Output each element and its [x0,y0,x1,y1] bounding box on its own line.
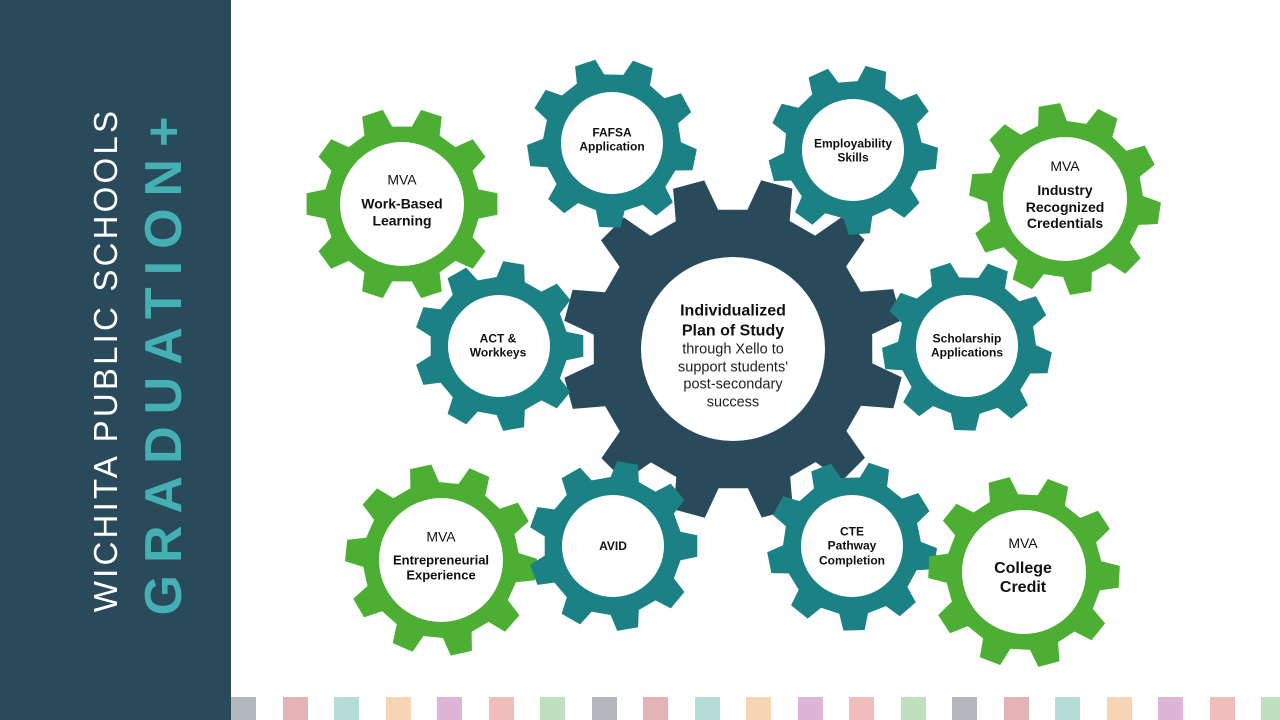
gear-label: College Credit [994,559,1052,596]
gear-industry-recognized-credentials: MVA Industry Recognized Credentials [1026,158,1105,232]
center-gear-title: Individualized Plan of Study [680,302,786,340]
stripe-swatch [849,697,874,720]
stripe-swatch [643,697,668,720]
stripe-swatch [591,697,617,720]
gear-label: Employability Skills [813,136,893,165]
gear-label: Work-Based Learning [361,195,443,228]
stripe-swatch [231,697,256,720]
gear-shape-employability-skills [768,65,938,235]
gear-label: FAFSA Application [579,125,645,154]
gear-label: Entrepreneurial Experience [392,552,490,583]
gear-shape-cte-pathway-completion-hub [801,495,903,597]
color-stripe [231,697,1280,720]
gear-shape-scholarship-applications [882,262,1052,431]
stripe-swatch [1055,697,1080,720]
center-gear-shape-hub [641,257,825,441]
gear-employability-skills: Employability Skills [814,137,892,166]
stripe-swatch [488,697,514,720]
gear-shape-avid [530,461,698,631]
center-gear-shape [564,180,902,518]
stripe-swatch [1003,697,1029,720]
gear-shape-cte-pathway-completion [767,462,937,631]
stripe-swatch [746,697,771,720]
stripe-swatch [900,697,926,720]
stripe-swatch [797,697,823,720]
mva-tag: MVA [426,528,456,545]
gear-shape-act-workkeys-hub [448,295,550,397]
mva-tag: MVA [1050,157,1080,174]
stripe-swatch [952,697,977,720]
gear-label: AVID [599,538,627,553]
gear-shape-college-credit-hub [962,510,1086,634]
gear-shape-scholarship-applications-hub [916,295,1018,397]
gear-scholarship-applications: Scholarship Applications [931,332,1003,361]
gear-shape-fafsa-application [527,59,697,228]
stripe-swatch [1209,697,1235,720]
stripe-swatch [1106,697,1132,720]
gear-label: ACT & Workkeys [469,331,527,360]
center-gear-label: Individualized Plan of Study through Xel… [678,302,788,413]
gear-label: Industry Recognized Credentials [1025,181,1105,232]
gear-work-based-learning: MVA Work-Based Learning [361,171,442,228]
stripe-swatch [694,697,720,720]
sidebar: WICHITA PUBLIC SCHOOLS GRADUATION+ [0,0,231,720]
stripe-swatch [385,697,411,720]
mva-tag: MVA [387,171,417,188]
gear-shape-industry-recognized-credentials-hub [1003,137,1127,261]
stripe-swatch [1261,697,1280,720]
center-gear-subtitle: through Xello to support students' post-… [678,341,788,411]
gear-shape-avid-hub [562,495,664,597]
gear-shape-entrepreneurial-experience-hub [379,498,503,622]
gear-shape-industry-recognized-credentials [969,103,1161,295]
gear-shape-fafsa-application-hub [561,92,663,194]
gear-avid: AVID [599,539,627,553]
stripe-swatch [334,697,359,720]
gear-college-credit: MVA College Credit [994,535,1052,597]
gear-fafsa-application: FAFSA Application [579,126,644,155]
stripe-swatch [540,697,565,720]
gear-shape-work-based-learning [306,109,498,299]
gear-shape-work-based-learning-hub [340,142,464,266]
gear-label: Scholarship Applications [930,331,1004,360]
gear-shape-college-credit [928,477,1120,667]
gear-shape-act-workkeys [416,261,584,431]
stripe-swatch [437,697,462,720]
gear-act-workkeys: ACT & Workkeys [470,332,526,361]
org-name: WICHITA PUBLIC SCHOOLS [87,107,124,613]
gear-entrepreneurial-experience: MVA Entrepreneurial Experience [393,529,489,584]
gear-shape-employability-skills-hub [802,99,904,201]
brand-title: GRADUATION+ [135,104,193,616]
gear-label: CTE Pathway Completion [819,524,885,568]
stripe-swatch [282,697,308,720]
gear-diagram: Individualized Plan of Study through Xel… [231,0,1280,700]
gear-cte-pathway-completion: CTE Pathway Completion [819,524,885,567]
mva-tag: MVA [1008,534,1038,551]
gear-graphics [306,59,1161,667]
stripe-swatch [1158,697,1183,720]
gear-shape-entrepreneurial-experience [345,464,537,656]
